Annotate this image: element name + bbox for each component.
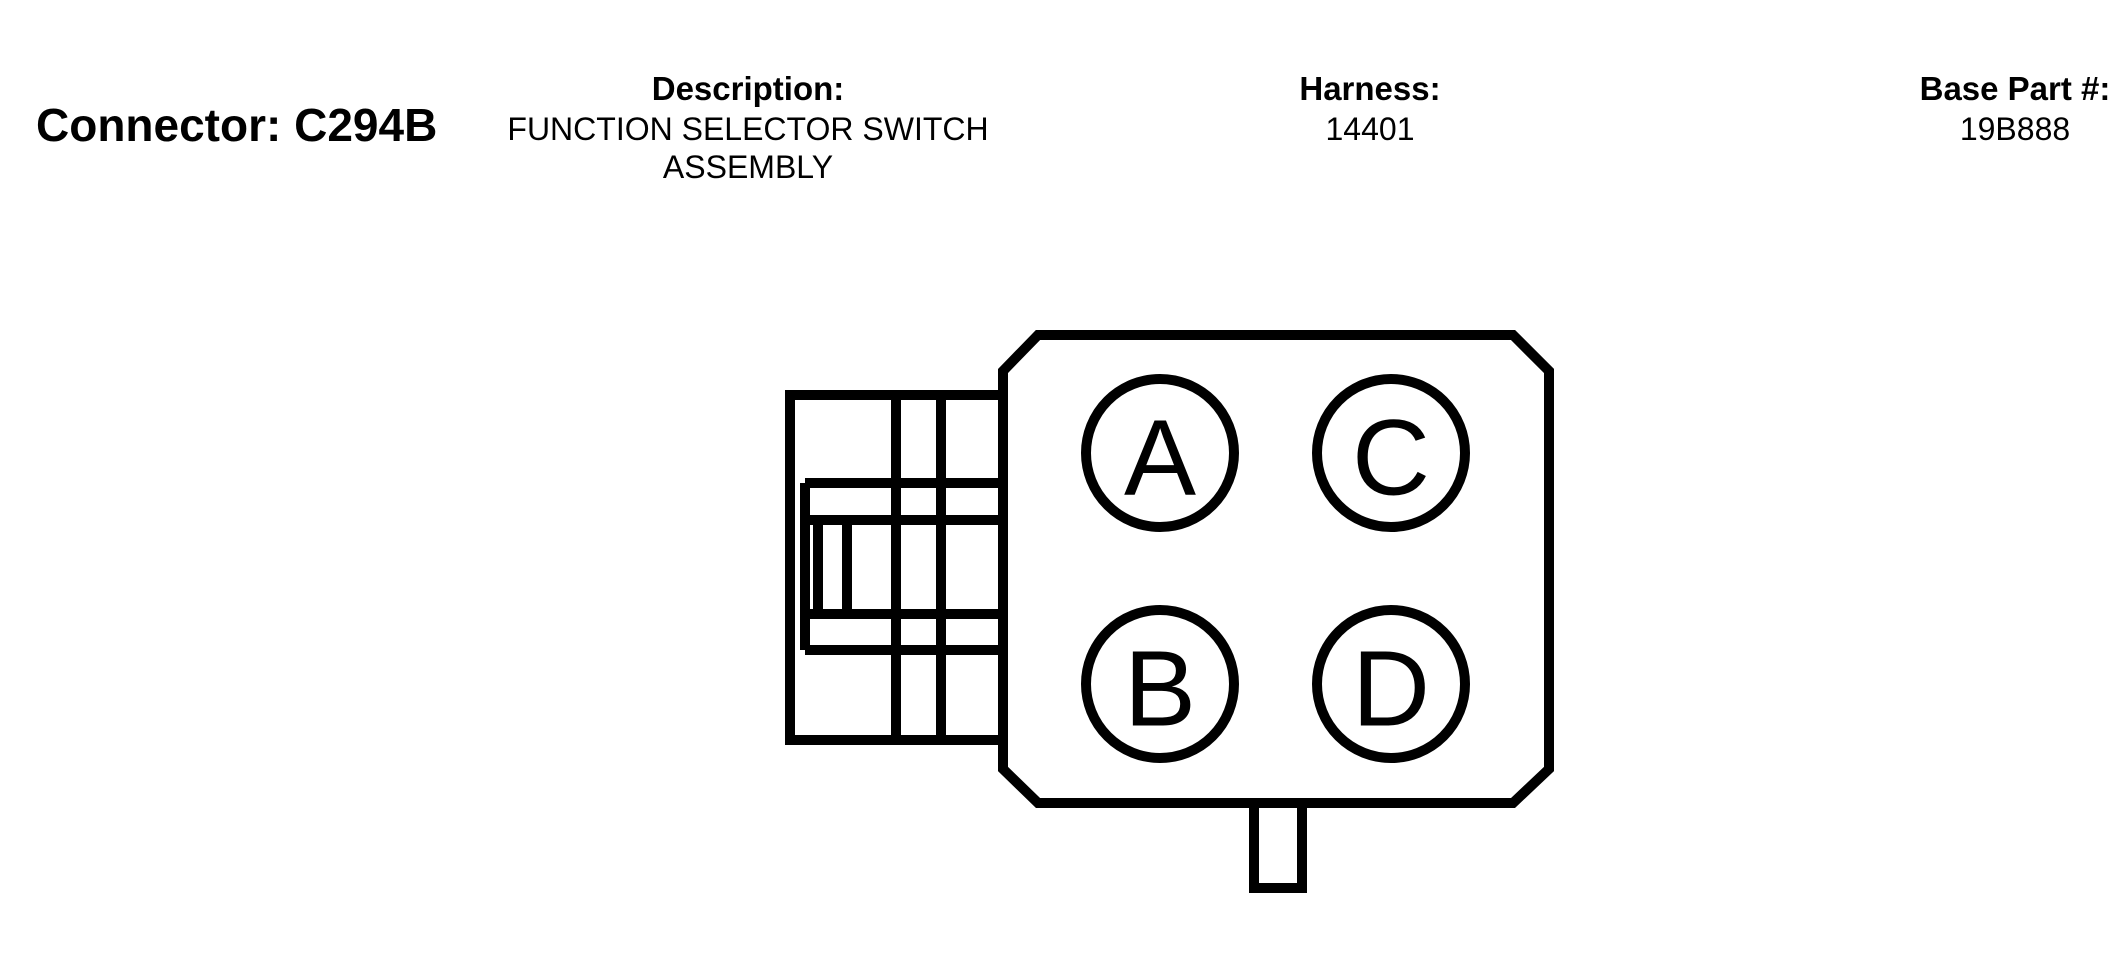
- base-part-value: 19B888: [1959, 111, 2071, 147]
- description-line-2: ASSEMBLY: [662, 149, 834, 185]
- base-part-label: Base Part #:: [1919, 70, 2111, 107]
- pin-B-label: B: [1124, 628, 1196, 749]
- pin-A: A: [1081, 374, 1239, 532]
- base-part-field: Base Part #: 19B888: [1860, 68, 2124, 148]
- pin-C: C: [1312, 374, 1470, 532]
- pin-B: B: [1081, 605, 1239, 763]
- connector-title: Connector: C294B: [36, 99, 438, 151]
- description-line-1: FUNCTION SELECTOR SWITCH: [507, 111, 989, 147]
- harness-value: 14401: [1325, 111, 1415, 147]
- pin-C-circle: [1312, 374, 1470, 532]
- locking-tab: [1249, 798, 1307, 893]
- pin-D: D: [1312, 605, 1470, 763]
- description-value: FUNCTION SELECTOR SWITCH ASSEMBLY: [448, 110, 1048, 186]
- pin-D-circle: [1312, 605, 1470, 763]
- connector-body: [998, 330, 1554, 808]
- description-label: Description:: [651, 70, 845, 107]
- harness-field: Harness: 14401: [1230, 68, 1510, 148]
- pin-A-label: A: [1124, 397, 1196, 518]
- description-field: Description: FUNCTION SELECTOR SWITCH AS…: [448, 68, 1048, 186]
- pin-D-label: D: [1352, 628, 1430, 749]
- pin-A-circle: [1081, 374, 1239, 532]
- pin-B-circle: [1081, 605, 1239, 763]
- harness-label: Harness:: [1299, 70, 1441, 107]
- pin-C-label: C: [1352, 397, 1430, 518]
